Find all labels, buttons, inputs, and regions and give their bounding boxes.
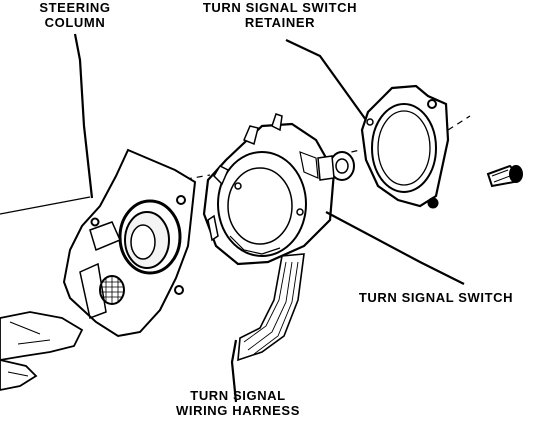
- label-turn-signal-switch-text: TURN SIGNAL SWITCH: [358, 290, 514, 305]
- turn-signal-switch: [202, 113, 355, 266]
- retaining-screw: [486, 164, 523, 188]
- steering-column-housing: [62, 148, 197, 338]
- turn-signal-switch-retainer: [360, 84, 450, 209]
- label-wiring-harness-line1: TURN SIGNAL: [190, 388, 286, 403]
- leader-lines: [73, 33, 465, 403]
- label-steering-column-line2: COLUMN: [44, 15, 106, 30]
- label-wiring-harness-line2: WIRING HARNESS: [176, 403, 300, 418]
- label-retainer-line1: TURN SIGNAL SWITCH: [202, 0, 358, 15]
- hand-illustration: [0, 311, 84, 391]
- label-retainer: TURN SIGNAL SWITCH RETAINER: [170, 0, 390, 30]
- label-retainer-line2: RETAINER: [244, 15, 316, 30]
- wiring-harness: [237, 253, 305, 362]
- label-steering-column-line1: STEERING: [39, 0, 111, 15]
- connector-grille: [101, 276, 123, 304]
- label-turn-signal-switch: TURN SIGNAL SWITCH: [338, 290, 534, 305]
- label-steering-column: STEERING COLUMN: [10, 0, 140, 30]
- label-wiring-harness: TURN SIGNAL WIRING HARNESS: [148, 388, 328, 418]
